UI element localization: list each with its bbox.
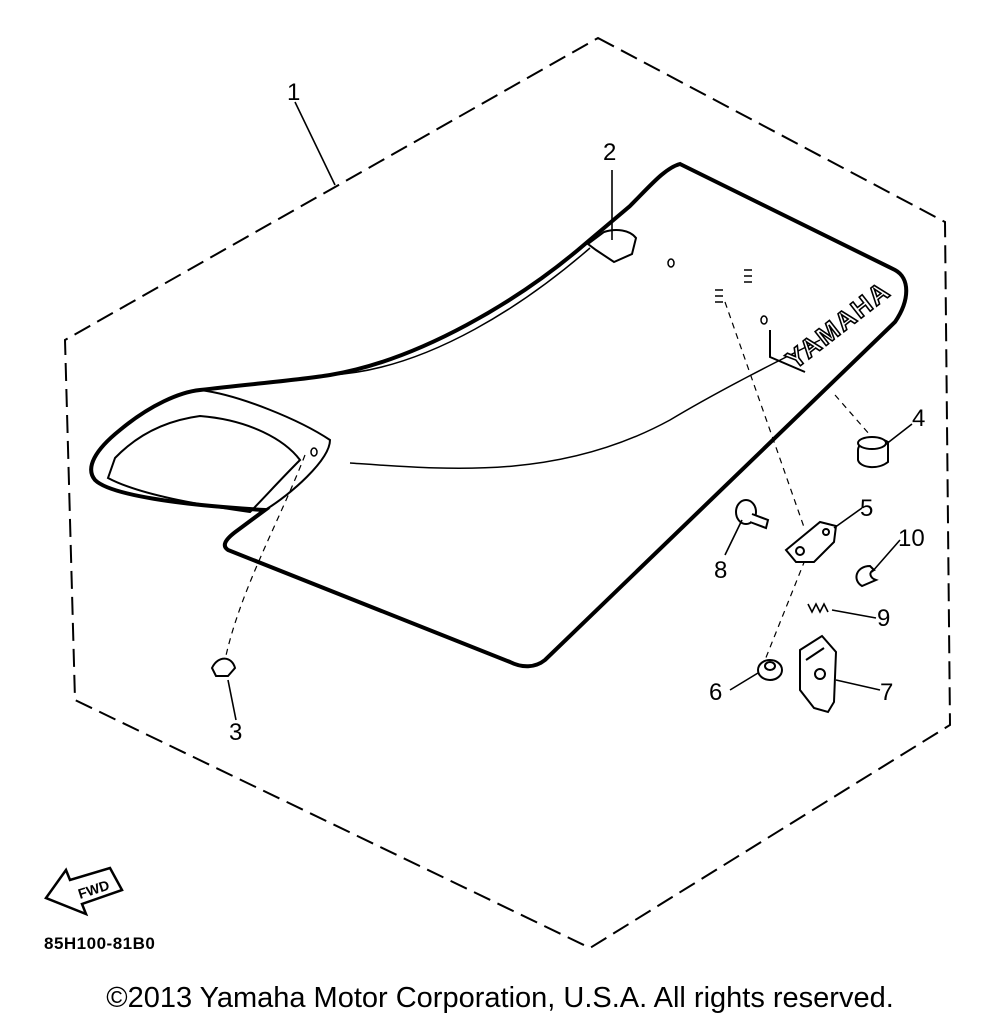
seat-assembly-diagram: YAMAHA xyxy=(44,36,952,950)
callout-2: 2 xyxy=(603,139,616,166)
seat-pocket xyxy=(106,414,302,514)
part-3-grommet xyxy=(210,657,237,677)
fwd-arrow-icon: FWD xyxy=(44,866,124,917)
part-9-spring xyxy=(807,602,829,614)
part-5-bracket xyxy=(784,520,838,563)
brand-text: YAMAHA xyxy=(780,275,896,375)
part-6-grommet xyxy=(757,659,783,681)
callout-5: 5 xyxy=(860,495,873,522)
callout-7: 7 xyxy=(880,679,893,706)
leader-6 xyxy=(729,672,759,691)
seat-inner-edge xyxy=(199,389,332,511)
leader-10 xyxy=(871,539,901,573)
callout-4: 4 xyxy=(912,405,925,432)
decal-panel xyxy=(769,330,806,373)
callout-1: 1 xyxy=(287,79,300,106)
copyright-notice: ©2013 Yamaha Motor Corporation, U.S.A. A… xyxy=(106,982,894,1014)
leader-7 xyxy=(835,679,881,691)
leader-3 xyxy=(227,679,237,721)
callout-10: 10 xyxy=(898,525,925,552)
assembly-boundary xyxy=(63,36,952,950)
seat xyxy=(89,161,909,669)
seat-holes xyxy=(310,258,768,457)
part-10-clip xyxy=(855,564,879,588)
part-4-bumper xyxy=(857,436,889,468)
seat-crease xyxy=(349,339,821,470)
callout-8: 8 xyxy=(714,557,727,584)
leader-5 xyxy=(833,507,863,529)
part-8-bolt xyxy=(735,499,770,530)
seat-hook xyxy=(586,229,638,264)
part-code: 85H100-81B0 xyxy=(44,934,156,953)
assembly-lines xyxy=(224,301,871,661)
callouts: 1 2 3 4 5 6 7 8 9 10 xyxy=(229,79,925,746)
leader-1 xyxy=(294,101,336,186)
leader-9 xyxy=(831,609,877,619)
leader-8 xyxy=(724,519,743,556)
seat-outline xyxy=(89,161,909,669)
callout-6: 6 xyxy=(709,679,722,706)
seat-back-edge xyxy=(329,247,591,376)
leader-4 xyxy=(884,423,913,446)
seat-studs xyxy=(715,269,752,303)
callout-3: 3 xyxy=(229,719,242,746)
callout-9: 9 xyxy=(877,605,890,632)
part-7-latch xyxy=(799,634,838,714)
leader-lines xyxy=(227,101,913,721)
